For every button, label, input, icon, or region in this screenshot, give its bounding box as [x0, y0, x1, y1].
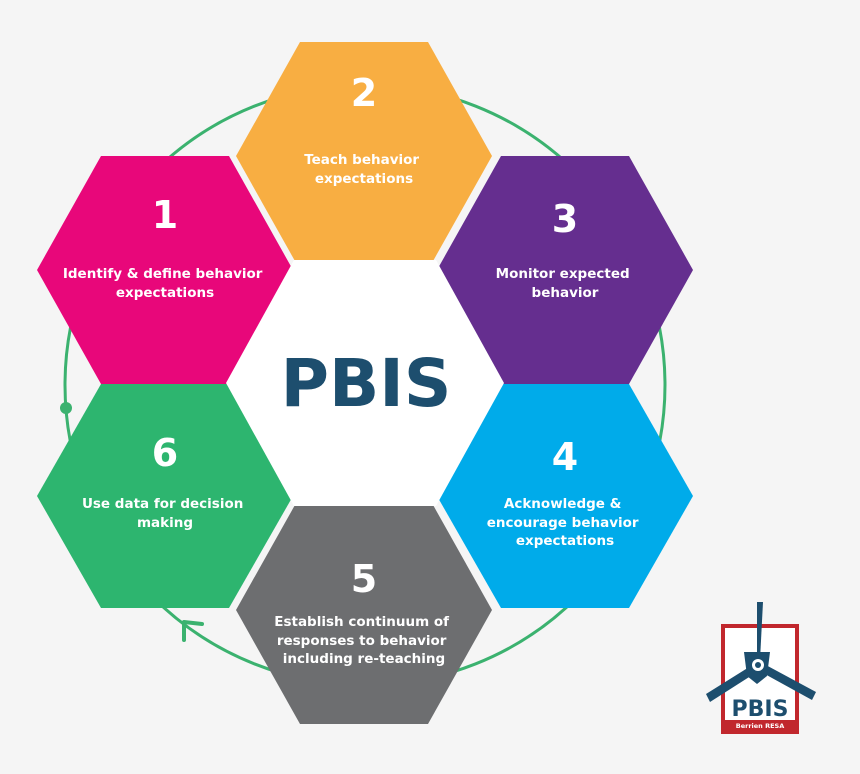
logo-subtitle-band — [725, 720, 795, 730]
step-3-hexagon: 3 Monitor expected behavior — [437, 156, 693, 384]
step-4-label-line-3: expectations — [516, 533, 614, 549]
step-5-label: Establish continuum of responses to beha… — [274, 614, 454, 667]
pbis-logo: PBIS Berrien RESA — [706, 602, 816, 734]
step-1-shape — [37, 156, 293, 384]
step-6-hexagon: 6 Use data for decision making — [37, 384, 293, 608]
step-5-label-line-1: Establish continuum of — [274, 614, 449, 630]
center-title: PBIS — [281, 345, 452, 422]
step-5-number: 5 — [351, 557, 377, 601]
step-2-hexagon: 2 Teach behavior expectations — [236, 42, 492, 270]
step-3-label-line-1: Monitor expected — [496, 266, 630, 282]
center-hexagon: PBIS — [226, 260, 504, 506]
step-6-label: Use data for decision making — [82, 496, 248, 531]
step-6-shape — [37, 384, 293, 608]
step-1-hexagon: 1 Identify & define behavior expectation… — [37, 156, 293, 384]
step-5-shape — [236, 496, 492, 724]
step-4-shape — [437, 384, 693, 608]
logo-subtitle: Berrien RESA — [736, 722, 784, 730]
step-2-label-line-2: expectations — [315, 171, 413, 187]
step-6-number: 6 — [152, 431, 178, 475]
step-4-number: 4 — [552, 435, 578, 479]
step-1-number: 1 — [152, 193, 178, 237]
center-shape — [226, 260, 504, 506]
step-3-label-line-2: behavior — [532, 285, 599, 301]
step-5-label-line-2: responses to behavior — [277, 633, 447, 649]
step-5-label-line-3: including re-teaching — [283, 651, 445, 667]
step-3-shape — [437, 156, 693, 384]
step-4-label-line-2: encourage behavior — [487, 515, 639, 531]
step-4-hexagon: 4 Acknowledge & encourage behavior expec… — [437, 384, 693, 608]
logo-title: PBIS — [732, 697, 789, 722]
cycle-start-dot — [60, 402, 72, 414]
step-5-hexagon: 5 Establish continuum of responses to be… — [236, 496, 492, 724]
step-2-shape — [236, 42, 492, 270]
step-6-label-line-2: making — [137, 515, 193, 531]
step-4-label-line-1: Acknowledge & — [504, 496, 622, 512]
step-1-label-line-1: Identify & define behavior — [63, 266, 263, 282]
step-2-number: 2 — [351, 71, 377, 115]
step-3-number: 3 — [552, 197, 578, 241]
step-4-label: Acknowledge & encourage behavior expecta… — [487, 496, 644, 549]
step-3-label: Monitor expected behavior — [496, 266, 635, 301]
step-1-label: Identify & define behavior expectations — [63, 266, 267, 301]
step-2-label: Teach behavior expectations — [304, 152, 424, 187]
propeller-shield-icon — [706, 602, 816, 702]
cycle-arrow-icon — [182, 620, 204, 642]
step-1-label-line-2: expectations — [116, 285, 214, 301]
step-2-label-line-1: Teach behavior — [304, 152, 419, 168]
step-6-label-line-1: Use data for decision — [82, 496, 243, 512]
